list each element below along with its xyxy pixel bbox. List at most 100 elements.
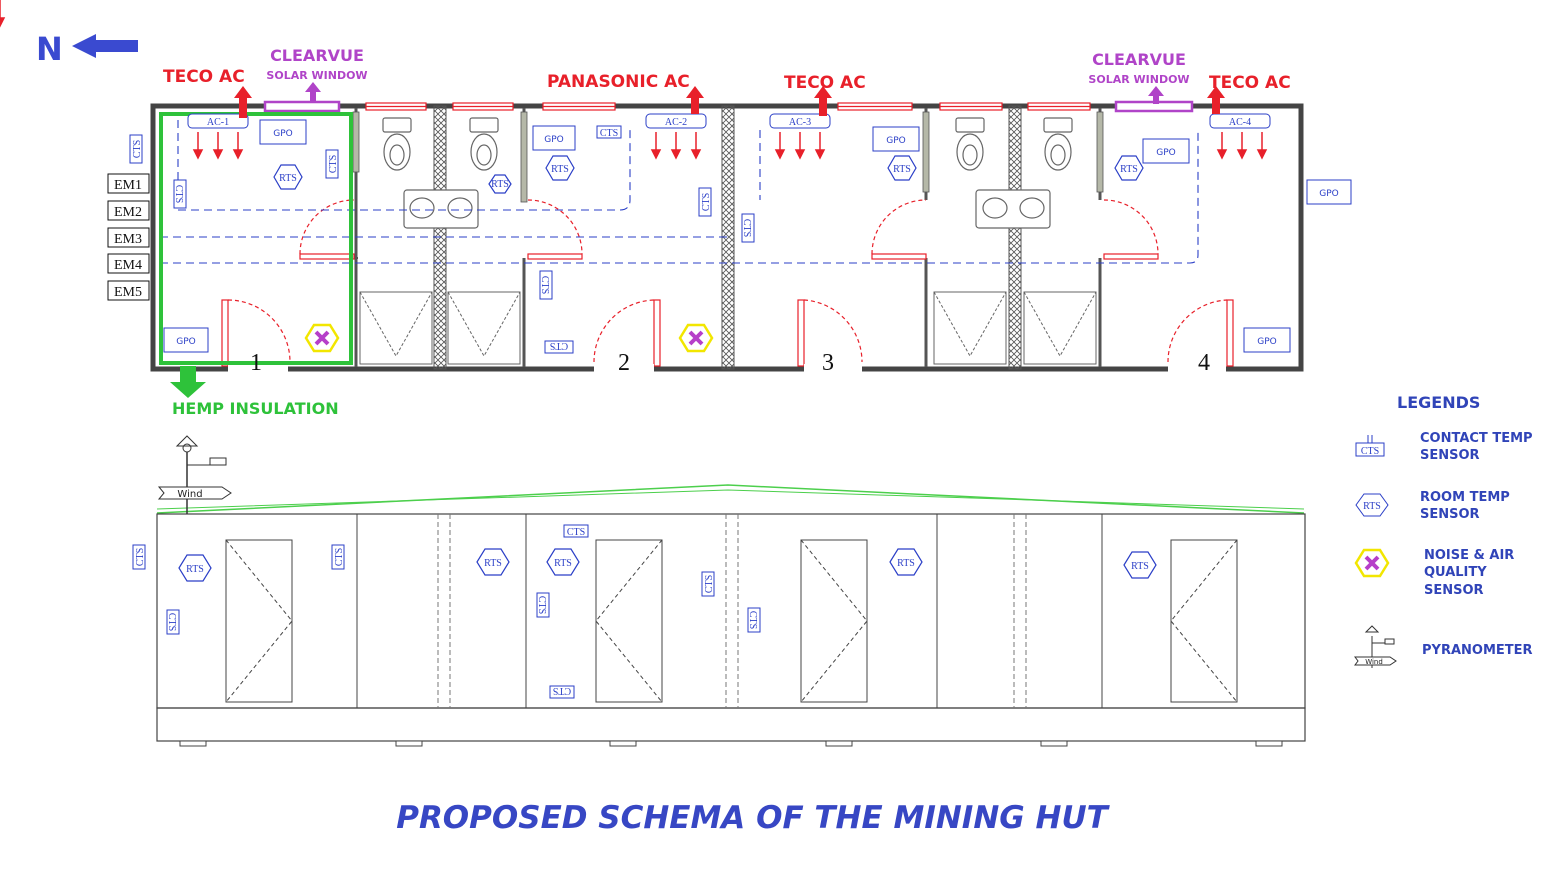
cts-label: CTS xyxy=(166,613,177,631)
ac-unit-2: AC-2 xyxy=(645,113,707,129)
rts-label: RTS xyxy=(551,164,569,175)
cts-label: CTS xyxy=(539,276,550,294)
cts-label: CTS xyxy=(328,155,339,173)
cts-label: CTS xyxy=(567,527,585,538)
wind-vane-label: Wind xyxy=(177,489,202,500)
sensor-cabling xyxy=(160,120,1199,264)
ac-unit-3: AC-3 xyxy=(769,113,831,129)
legend-item-rts: RTS ROOM TEMP SENSOR xyxy=(1355,490,1510,522)
ac4-brand-label: TECO AC xyxy=(1209,73,1291,93)
legend-heading: LEGENDS xyxy=(1397,393,1480,412)
ac-unit-label: AC-3 xyxy=(789,117,811,128)
rts-label: RTS xyxy=(897,558,915,569)
north-arrow-icon xyxy=(72,34,138,58)
cts-label: CTS xyxy=(600,128,618,139)
cts-label: CTS xyxy=(1361,446,1379,457)
ac-unit-label: AC-4 xyxy=(1229,117,1251,128)
solar-window-arrow-icon xyxy=(305,82,1164,104)
cts-label: CTS xyxy=(701,193,712,211)
ac2-brand-label: PANASONIC AC xyxy=(547,72,690,92)
airflow-arrows xyxy=(0,0,1267,159)
energy-meter-label: EM1 xyxy=(114,178,142,193)
legend-text: SENSOR xyxy=(1424,583,1484,598)
legend-item-cts: CTS CONTACT TEMP SENSOR xyxy=(1355,431,1533,463)
gpo-outlets: GPO GPO GPO GPO GPO GPO GPO xyxy=(163,119,1352,353)
ac-unit-4: AC-4 xyxy=(1209,113,1271,129)
room-number-4: 4 xyxy=(1198,350,1210,376)
ac-unit-label: AC-1 xyxy=(207,117,229,128)
legend-text: SENSOR xyxy=(1420,507,1480,522)
legend: LEGENDS CTS CONTACT TEMP SENSOR RTS ROOM… xyxy=(1354,393,1533,668)
clearvue-title-1: CLEARVUE xyxy=(270,46,364,65)
cts-label: CTS xyxy=(550,340,568,351)
cts-label: CTS xyxy=(741,219,752,237)
energy-meters: EM1 EM2 EM3 EM4 EM5 xyxy=(107,173,150,301)
cts-label: CTS xyxy=(704,575,715,593)
room-temp-sensor-icon: RTS RTS RTS RTS RTS xyxy=(178,548,1157,582)
rts-label: RTS xyxy=(893,164,911,175)
gpo-label: GPO xyxy=(1257,337,1277,347)
legend-text: ROOM TEMP xyxy=(1420,490,1510,505)
rts-label: RTS xyxy=(1120,164,1138,175)
room-number-2: 2 xyxy=(618,350,630,376)
ac1-brand-label: TECO AC xyxy=(163,67,245,87)
solar-window-1 xyxy=(263,100,341,113)
floor-plan: 1 2 3 4 AC-1 AC-2 AC-3 AC-4 xyxy=(0,0,1352,418)
toilet-icon xyxy=(382,117,1073,171)
gpo-label: GPO xyxy=(273,129,293,139)
legend-item-pyranometer: Wind PYRANOMETER xyxy=(1354,625,1533,668)
clearvue-sub-2: SOLAR WINDOW xyxy=(1088,73,1189,86)
contact-temp-sensor-icon: CTS CTS CTS CTS CTS CTS CTS CTS xyxy=(129,125,755,354)
rts-label: RTS xyxy=(279,173,297,184)
gpo-label: GPO xyxy=(886,136,906,146)
elevation-view: RTS RTS RTS RTS RTS CTS CTS CTS CTS CTS … xyxy=(132,435,1306,747)
room-number-1: 1 xyxy=(250,350,262,376)
insulation-arrow-icon xyxy=(170,366,206,398)
gpo-label: GPO xyxy=(544,135,564,145)
north-indicator: N xyxy=(36,30,138,68)
cts-label: CTS xyxy=(173,185,184,203)
window xyxy=(365,102,1091,111)
ac-unit-1: AC-1 xyxy=(187,113,249,129)
cts-label: CTS xyxy=(334,548,345,566)
partition-wall xyxy=(1008,105,1022,370)
legend-item-noise: NOISE & AIR QUALITY SENSOR xyxy=(1354,548,1514,598)
legend-text: QUALITY xyxy=(1424,565,1487,580)
gpo-label: GPO xyxy=(1319,189,1339,199)
hemp-insulated-room xyxy=(159,112,353,365)
elevation-door xyxy=(225,539,1238,703)
cts-label: CTS xyxy=(553,685,571,696)
hemp-insulation-label: HEMP INSULATION xyxy=(172,399,339,418)
roof-line xyxy=(156,484,1305,514)
legend-text: SENSOR xyxy=(1420,448,1480,463)
pyranometer-icon: Wind xyxy=(157,435,232,514)
hut-body xyxy=(156,513,1306,709)
cts-label: CTS xyxy=(132,140,143,158)
ac3-brand-label: TECO AC xyxy=(784,73,866,93)
wind-vane-label: Wind xyxy=(1365,658,1383,666)
shower-cubicle xyxy=(359,291,1097,365)
noise-air-sensor-icon xyxy=(304,323,714,353)
door-swing xyxy=(221,199,1234,367)
energy-meter-label: EM4 xyxy=(114,258,142,273)
page-title: PROPOSED SCHEMA OF THE MINING HUT xyxy=(396,800,1110,836)
room-number-3: 3 xyxy=(822,350,834,376)
gpo-label: GPO xyxy=(176,337,196,347)
energy-meter-label: EM3 xyxy=(114,232,142,247)
rts-label: RTS xyxy=(554,558,572,569)
legend-text: PYRANOMETER xyxy=(1422,643,1533,658)
room-temp-sensor-icon: RTS RTS RTS RTS RTS xyxy=(273,155,1144,194)
cts-label: CTS xyxy=(135,548,146,566)
contact-temp-sensor-icon: CTS CTS CTS CTS CTS CTS CTS CTS xyxy=(132,524,761,699)
hut-base xyxy=(156,707,1306,742)
rts-label: RTS xyxy=(186,564,204,575)
rts-label: RTS xyxy=(484,558,502,569)
rts-label: RTS xyxy=(1131,561,1149,572)
energy-meter-label: EM2 xyxy=(114,205,142,220)
gpo-label: GPO xyxy=(1156,148,1176,158)
basin-icon xyxy=(403,189,1051,229)
rts-label: RTS xyxy=(491,179,509,190)
cts-label: CTS xyxy=(536,596,547,614)
energy-meter-label: EM5 xyxy=(114,285,142,300)
